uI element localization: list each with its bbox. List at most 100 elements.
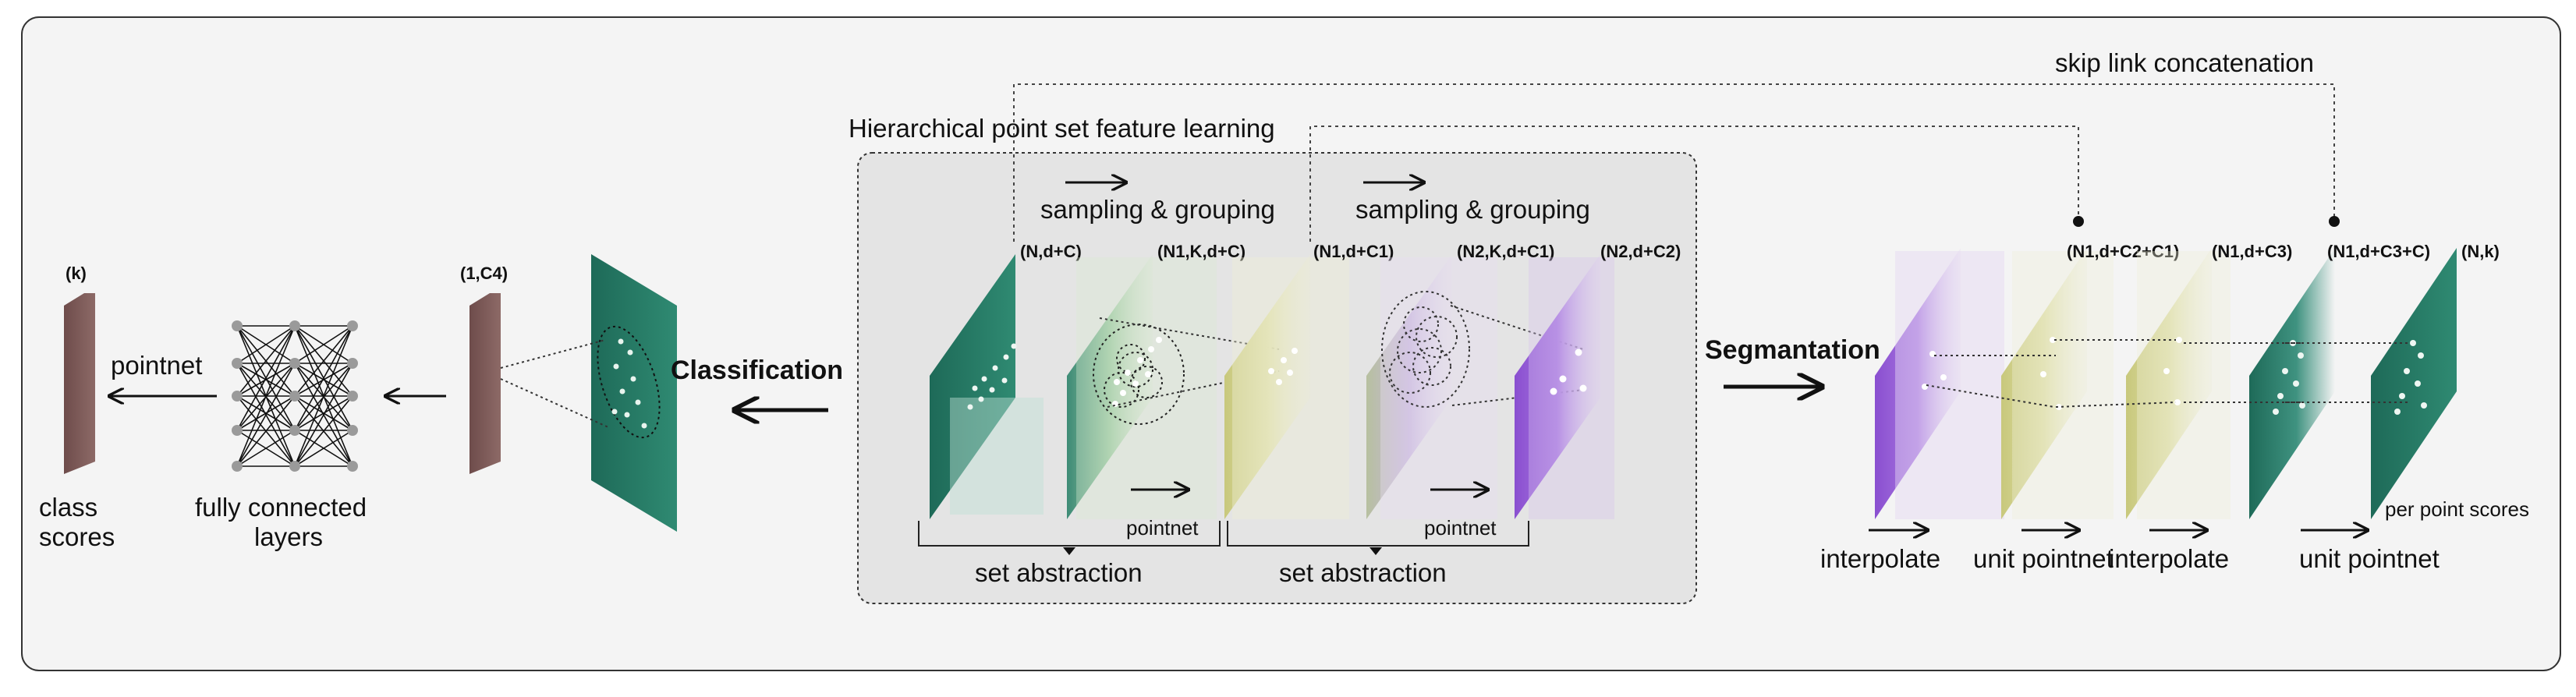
- plane3-fade: [1232, 257, 1349, 519]
- seg-plane1-fade: [1895, 251, 2004, 519]
- cls-input-plane: [591, 254, 677, 532]
- point-marker: [2293, 380, 2299, 387]
- cls-grouping-ellipse: [597, 325, 661, 439]
- point-marker: [992, 365, 998, 371]
- dim-k: (k): [66, 264, 87, 283]
- dim-n1-k-d-c: (N1,K,d+C): [1157, 242, 1245, 261]
- point-marker: [613, 363, 619, 370]
- panel-title: Hierarchical point set feature learning: [849, 114, 1275, 143]
- seg-plane2-points: [2040, 337, 2062, 410]
- grouping-circle: [1403, 306, 1439, 342]
- seg-plane-interp-2: [2126, 248, 2212, 519]
- plane5-points: [1550, 348, 1587, 395]
- fc-connection: [294, 363, 353, 397]
- plane4-group-circles: [1381, 291, 1470, 408]
- plane-n2-k-d-c1: [1366, 254, 1452, 519]
- dim-n1-d-c3-c: (N1,d+C3+C): [2327, 242, 2430, 261]
- fc-node: [289, 461, 300, 472]
- point-marker: [1287, 370, 1293, 376]
- grouping-circle: [1104, 372, 1139, 408]
- plane3-points: [1268, 348, 1298, 385]
- cls-dotted-links: [500, 339, 609, 428]
- point-marker: [1292, 348, 1298, 354]
- point-marker: [1145, 371, 1151, 377]
- unit-pointnet-2: unit pointnet: [2299, 544, 2440, 573]
- fc-connection: [236, 395, 296, 467]
- point-marker: [967, 404, 973, 410]
- plane-n1-k-d-c: [1067, 254, 1153, 519]
- seg-plane2-fade: [2012, 251, 2114, 519]
- point-marker: [978, 396, 984, 402]
- point-marker: [1281, 357, 1287, 363]
- point-marker: [2415, 380, 2421, 387]
- fc-connection: [236, 430, 296, 467]
- pointnet-label-cls: pointnet: [111, 351, 202, 380]
- point-marker: [630, 376, 636, 382]
- point-marker: [2056, 404, 2062, 410]
- dim-n-d-c: (N,d+C): [1020, 242, 1082, 261]
- interpolate-2: interpolate: [2109, 544, 2229, 573]
- fc-label-line2: layers: [254, 522, 323, 551]
- fc-network: [232, 320, 358, 472]
- cls-points: [611, 338, 647, 429]
- point-marker: [989, 387, 995, 393]
- point-marker: [972, 385, 978, 391]
- set-abstraction-2: set abstraction: [1279, 558, 1447, 587]
- point-marker: [1156, 337, 1162, 343]
- seg-plane-interp-1: [1875, 248, 1961, 519]
- point-marker: [618, 338, 624, 345]
- point-marker: [627, 349, 633, 356]
- point-marker: [2040, 371, 2046, 377]
- grouping-circle: [1389, 352, 1431, 394]
- point-marker: [619, 388, 625, 394]
- sampling-grouping-2: sampling & grouping: [1355, 195, 1590, 224]
- bracket-tick-1: [1063, 547, 1075, 555]
- point-marker: [1940, 374, 1947, 380]
- point-marker: [2404, 368, 2410, 374]
- point-marker: [1125, 370, 1131, 376]
- point-marker: [2299, 402, 2305, 409]
- fc-node: [347, 320, 358, 331]
- point-marker: [1114, 379, 1120, 385]
- point-marker: [1575, 348, 1582, 356]
- dim-n1-d-c2-c1: (N1,d+C2+C1): [2067, 242, 2179, 261]
- fc-connection: [294, 395, 353, 467]
- plane5-fade: [1529, 257, 1614, 519]
- seg-plane3-points: [2163, 337, 2182, 405]
- fc-node: [232, 320, 243, 331]
- fc-node: [347, 391, 358, 402]
- plane-n-d-c: [930, 254, 1015, 519]
- seg-plane-unit-1: [2001, 248, 2087, 519]
- fc-connection: [294, 363, 353, 467]
- point-marker: [1579, 384, 1587, 392]
- fc-connection: [294, 395, 353, 431]
- point-marker: [1559, 375, 1567, 383]
- dim-n1-d-c3: (N1,d+C3): [2212, 242, 2292, 261]
- pointnet-2: pointnet: [1424, 516, 1497, 540]
- fc-node: [232, 391, 243, 402]
- plane-n1-d-c1: [1224, 254, 1310, 519]
- dim-n2-d-c2: (N2,d+C2): [1600, 242, 1681, 261]
- point-marker: [1268, 368, 1274, 374]
- fc-connection: [236, 363, 296, 397]
- point-marker: [2050, 337, 2056, 343]
- skip-links: [1013, 83, 2335, 242]
- point-marker: [1137, 357, 1143, 363]
- fc-node: [347, 425, 358, 436]
- dim-n2-k-d-c1: (N2,K,d+C1): [1457, 242, 1554, 261]
- seg-plane-unit-2: [2249, 248, 2335, 519]
- fc-node: [232, 358, 243, 369]
- set-abstraction-bracket-2: [1227, 521, 1529, 547]
- classification-label: Classification: [671, 356, 843, 385]
- plane2-points: [1112, 337, 1162, 407]
- per-point-scores: per point scores: [2385, 497, 2529, 521]
- fc-node: [347, 358, 358, 369]
- grouping-circle: [1130, 366, 1163, 398]
- seg-plane3-fade: [2137, 251, 2231, 519]
- point-marker: [635, 399, 641, 405]
- point-marker: [624, 412, 630, 418]
- plane1-points: [967, 343, 1017, 410]
- fc-connection: [236, 325, 296, 431]
- fc-node: [289, 425, 300, 436]
- grouping-ellipse: [1381, 291, 1470, 408]
